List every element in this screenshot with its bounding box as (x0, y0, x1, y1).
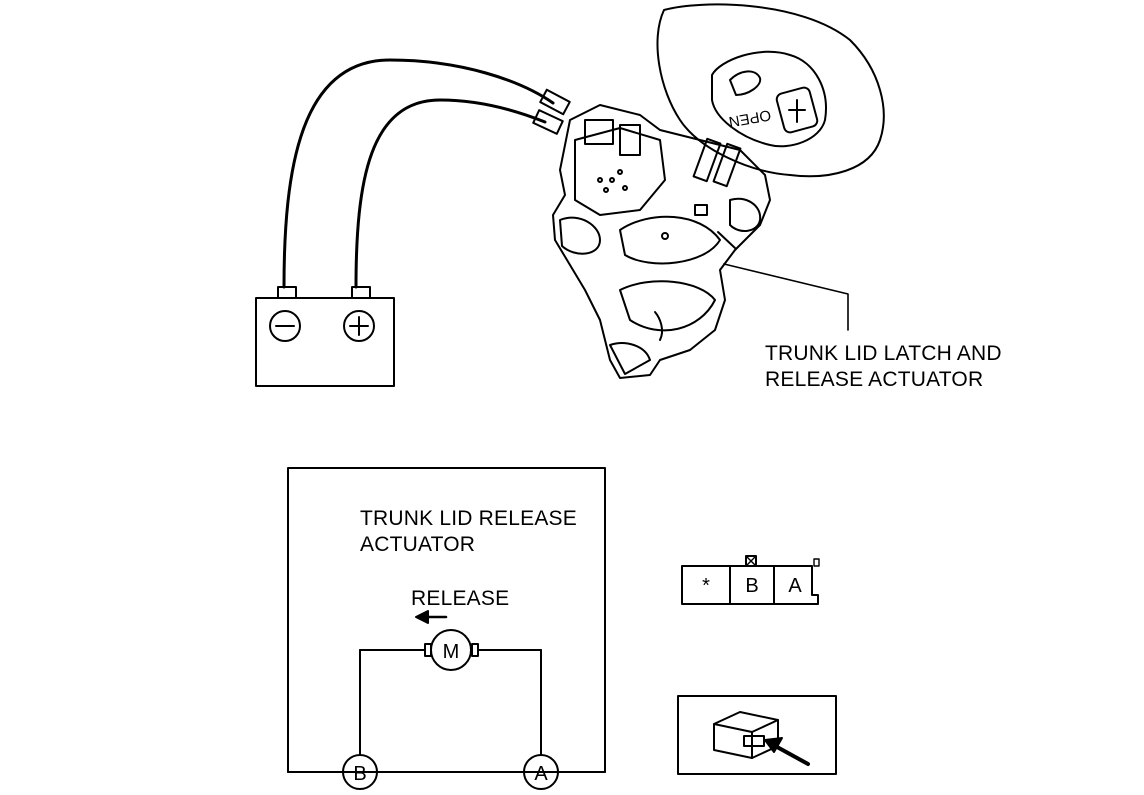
connector-view-icon (677, 695, 837, 775)
terminal-a-circle (523, 754, 559, 790)
terminal-b-label: B (353, 763, 366, 785)
motor-symbol (430, 629, 472, 671)
lock-tab-icon (745, 555, 757, 567)
schematic-title-line1: TRUNK LID RELEASE (360, 507, 577, 530)
latch-label-line2: RELEASE ACTUATOR (765, 368, 984, 391)
trunk-lid-latch-assembly: OPEN (552, 3, 885, 379)
connector-cell-blank: * (702, 575, 710, 597)
minus-icon (269, 310, 301, 342)
motor-label: M (443, 641, 460, 663)
connector-face (681, 555, 820, 605)
battery (255, 286, 395, 387)
terminal-b-circle (342, 754, 378, 790)
release-label: RELEASE (411, 587, 510, 610)
motor-circuit (287, 629, 606, 790)
opener-label: OPEN (727, 106, 772, 130)
connector-cell-b: B (745, 575, 758, 597)
latch-leader-line (723, 263, 849, 331)
terminal-a-label: A (534, 763, 548, 785)
plus-icon (343, 310, 375, 342)
connector-cell-a: A (788, 575, 802, 597)
jumper-wires (282, 58, 571, 289)
schematic-title-line2: ACTUATOR (360, 533, 476, 556)
latch-label-line1: TRUNK LID LATCH AND (765, 342, 1002, 365)
release-arrow-icon (415, 610, 448, 624)
